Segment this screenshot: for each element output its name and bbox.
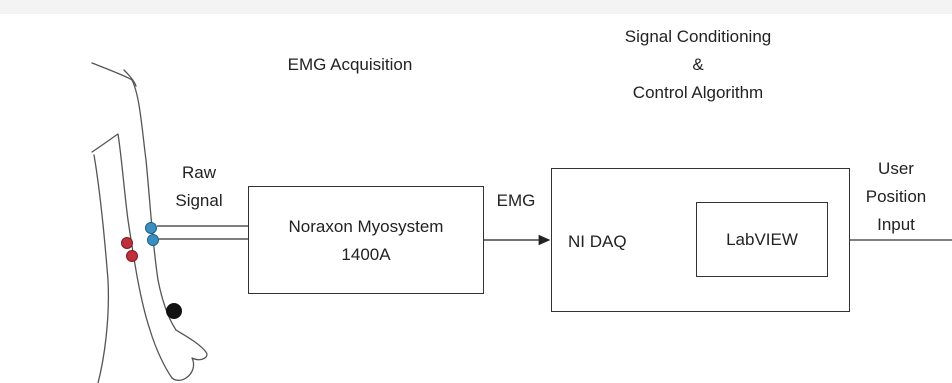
noraxon-label-line2: 1400A bbox=[341, 245, 391, 264]
labview-block: LabVIEW bbox=[696, 202, 828, 277]
user-position-label-line2: Position bbox=[865, 187, 927, 206]
labview-label: LabVIEW bbox=[726, 230, 798, 249]
user-position-label-line1: User bbox=[878, 159, 914, 178]
electrode-red-top bbox=[121, 237, 133, 249]
electrode-red-bottom bbox=[126, 250, 138, 262]
conditioning-title-line2: & bbox=[692, 55, 704, 74]
electrode-blue-bottom bbox=[147, 234, 159, 246]
arm-back-outline bbox=[93, 154, 110, 383]
emg-acquisition-title: EMG Acquisition bbox=[287, 55, 413, 74]
arm-upper-outline bbox=[91, 62, 177, 331]
conditioning-title-line3: Control Algorithm bbox=[632, 83, 764, 102]
emg-label: EMG bbox=[496, 191, 536, 210]
arm-inner-outline bbox=[91, 133, 173, 379]
raw-signal-label-line1: Raw bbox=[181, 163, 216, 182]
ground-electrode bbox=[166, 303, 182, 319]
noraxon-label-line1: Noraxon Myosystem bbox=[288, 217, 444, 236]
user-position-label-line3: Input bbox=[877, 215, 915, 234]
top-border-strip bbox=[0, 0, 952, 14]
raw-signal-wires bbox=[157, 225, 248, 240]
noraxon-myosystem-block: Noraxon Myosystem 1400A bbox=[248, 186, 484, 294]
ni-daq-label: NI DAQ bbox=[568, 232, 627, 251]
hand-outline bbox=[171, 329, 208, 381]
ni-daq-block: NI DAQ LabVIEW bbox=[551, 168, 850, 312]
electrode-blue-top bbox=[145, 222, 157, 234]
arm-sketch bbox=[91, 62, 208, 383]
conditioning-title-line1: Signal Conditioning bbox=[624, 27, 772, 46]
electrodes bbox=[121, 222, 182, 319]
raw-signal-label-line2: Signal bbox=[175, 191, 223, 210]
arm-crease bbox=[123, 69, 137, 87]
